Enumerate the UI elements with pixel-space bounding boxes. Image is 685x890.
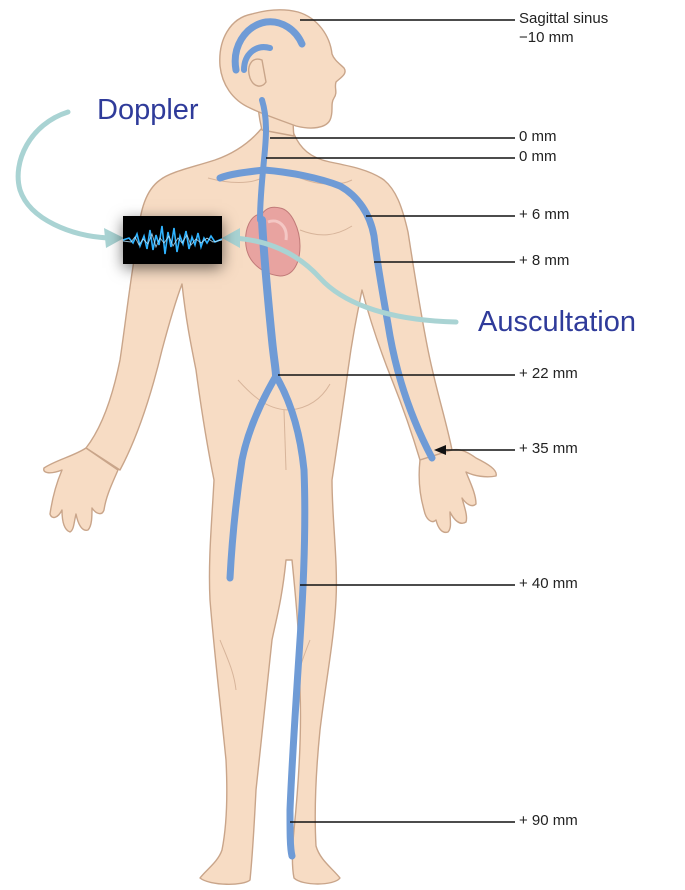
label-6mm: + 6 mm bbox=[519, 206, 569, 223]
doppler-arrowhead bbox=[104, 228, 124, 248]
doppler-arrow bbox=[18, 112, 108, 238]
callout-auscultation: Auscultation bbox=[478, 306, 636, 338]
callout-doppler: Doppler bbox=[97, 94, 199, 126]
label-0mm-b: 0 mm bbox=[519, 148, 557, 165]
label-0mm-a: 0 mm bbox=[519, 128, 557, 145]
label-40mm: + 40 mm bbox=[519, 575, 578, 592]
label-sagittal-line1: Sagittal sinus bbox=[519, 10, 608, 27]
label-sagittal-line2: −10 mm bbox=[519, 29, 608, 46]
label-sagittal-sinus: Sagittal sinus −10 mm bbox=[519, 10, 608, 46]
left-hand bbox=[419, 449, 496, 532]
audio-waveform-icon bbox=[123, 216, 222, 264]
label-8mm: + 8 mm bbox=[519, 252, 569, 269]
label-90mm: + 90 mm bbox=[519, 812, 578, 829]
waveform-image bbox=[123, 216, 222, 264]
label-22mm: + 22 mm bbox=[519, 365, 578, 382]
label-35mm: + 35 mm bbox=[519, 440, 578, 457]
